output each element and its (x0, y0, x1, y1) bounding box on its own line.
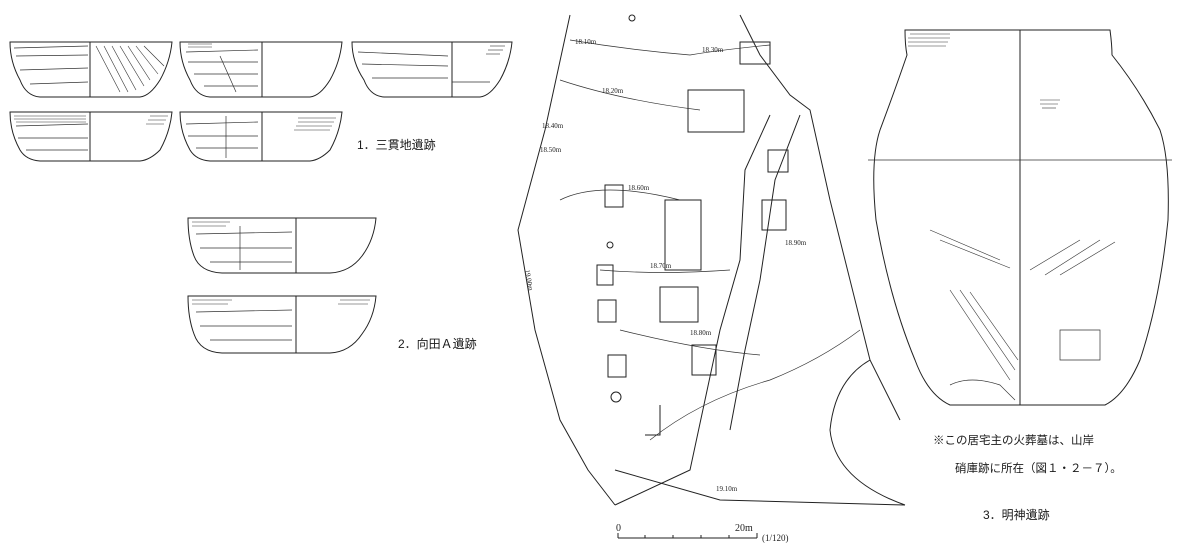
site-3-label: 3．明神遺跡 (983, 508, 1050, 522)
contour-label-1870: 18.70m (650, 262, 672, 270)
contour-label-1810: 18.10m (575, 38, 597, 46)
contour-label-1850: 18.50m (540, 146, 562, 154)
contour-label-1840: 18.40m (542, 122, 564, 130)
site-plan: 18.10m 18.20m 18.30m 18.40m 18.50m 18.60… (517, 14, 906, 506)
scale-bar: 0 20m (1/120) (616, 523, 789, 543)
scale-ratio: (1/120) (762, 533, 789, 543)
contour-label-1910: 19.10m (716, 485, 738, 493)
bowl-1d (9, 111, 173, 162)
contour-label-1880: 18.80m (690, 329, 712, 337)
site-1-label: 1．三貫地遺跡 (357, 138, 436, 152)
contour-label-1830: 18.30m (702, 46, 724, 54)
bowl-2b (187, 295, 377, 354)
contour-label-1820: 18.20m (602, 87, 624, 95)
bowl-1c (351, 41, 513, 98)
note-line-2: 硝庫跡に所在（図１・２－７）。 (955, 463, 1122, 475)
jar (868, 29, 1172, 406)
bowl-1e (179, 111, 343, 162)
bowl-2a (187, 217, 377, 274)
bowl-1a (9, 41, 173, 98)
contour-label-1900: 19.00m (523, 269, 535, 292)
contour-label-1860: 18.60m (628, 184, 650, 192)
scale-max: 20m (735, 523, 753, 534)
contour-label-1890: 18.90m (785, 239, 807, 247)
note-line-1: ※この居宅主の火葬墓は、山岸 (933, 435, 1094, 447)
site-2-label: 2．向田Ａ遺跡 (398, 337, 477, 351)
scale-zero: 0 (616, 523, 621, 534)
bowl-1b (179, 41, 343, 98)
